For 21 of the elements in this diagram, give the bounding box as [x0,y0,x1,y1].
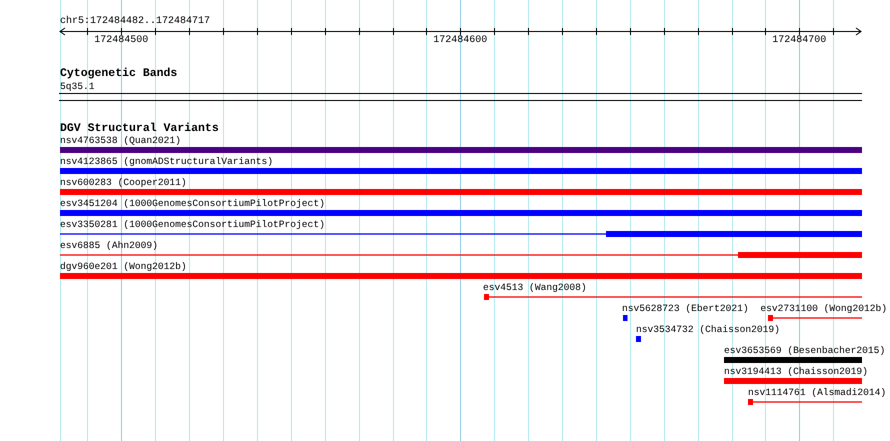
feature-label: nsv3534732 (Chaisson2019) [636,324,780,334]
track-heading: DGV Structural Variants [60,122,219,134]
feature-label: esv3653569 (Besenbacher2015) [724,344,886,356]
feature-label: nsv1114761 (Alsmadi2014) [748,386,886,398]
feature-label: nsv600283 (Cooper2011) [60,176,187,188]
feature-label: nsv5628723 (Ebert2021) [622,302,749,314]
feature-label: esv3350281 (1000GenomesConsortiumPilotProject) [60,218,325,230]
feature-label: dgv960e201 (Wong2012b) [60,260,187,272]
tick-label: 172484700 [772,34,826,46]
feature-label: esv6885 (Ahn2009) [60,240,158,250]
feature-label: nsv4123865 (gnomADStructuralVariants) [60,156,274,166]
feature-label: esv2731100 (Wong2012b) [760,302,887,314]
tick-label: 172484600 [433,34,488,46]
track-heading: Cytogenetic Bands [60,66,178,80]
region-coordinates-label: chr5:172484482..172484717 [60,16,210,26]
feature-label: nsv3194413 (Chaisson2019) [724,366,868,376]
feature-label: esv4513 (Wang2008) [483,282,587,292]
feature-label: esv3451204 (1000GenomesConsortiumPilotProject) [60,198,325,208]
tick-label: 172484500 [94,34,148,46]
band-label: 5q35.1 [60,80,95,92]
feature-label: nsv4763538 (Quan2021) [60,134,181,146]
